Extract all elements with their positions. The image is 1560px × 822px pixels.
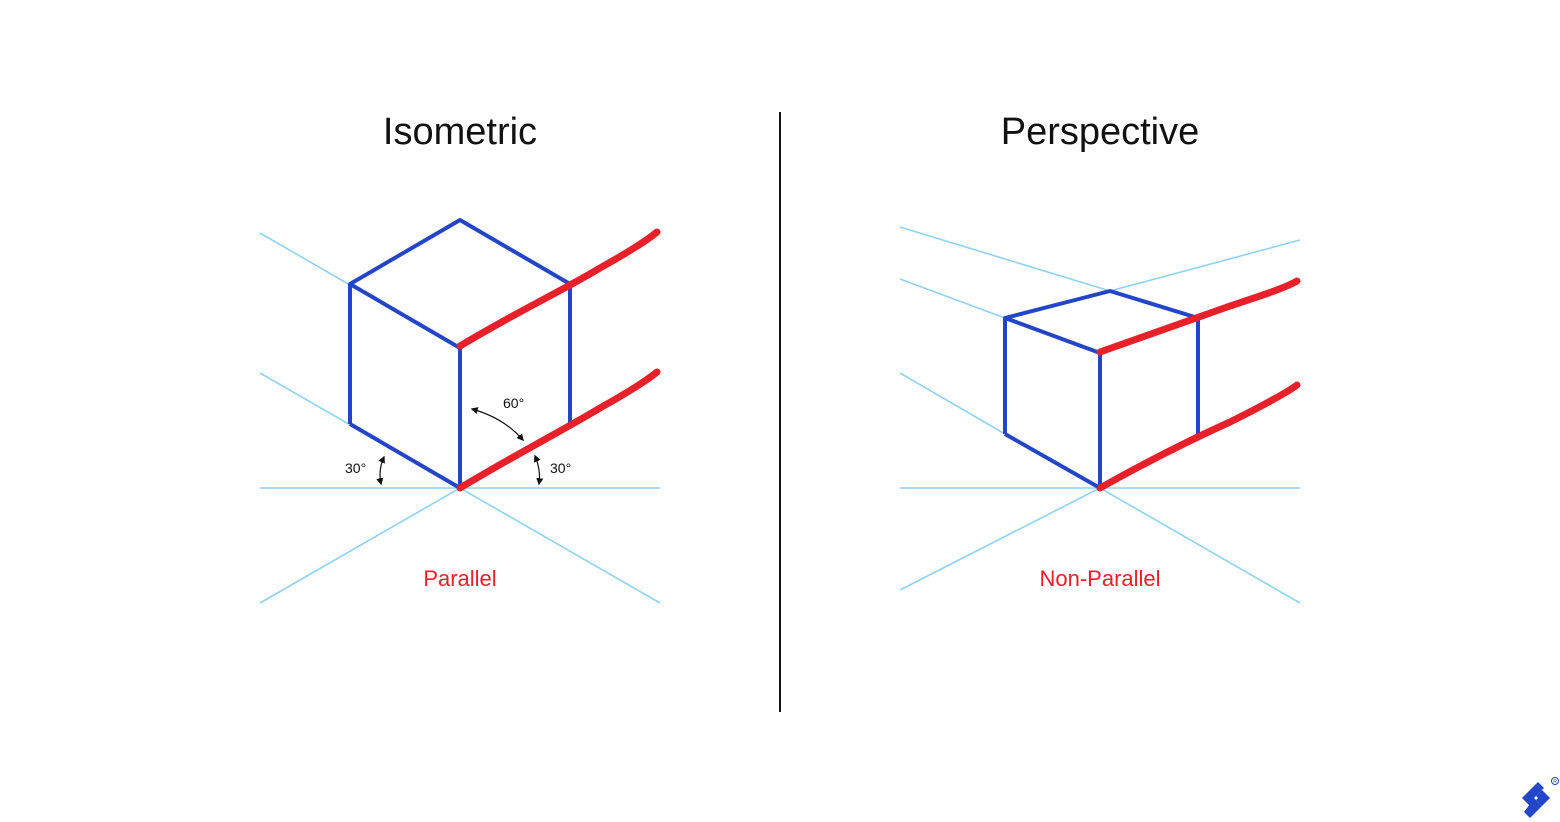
panel-divider [779, 112, 781, 712]
box-bottom-left-edge [1004, 432, 1101, 490]
angle-arrow-60 [470, 407, 524, 442]
guide-line-left-lower [899, 372, 1006, 435]
non-parallel-edges [1096, 277, 1301, 492]
isometric-cube [348, 218, 572, 490]
cube-bottom-left-edge [348, 422, 462, 490]
isometric-title: Isometric [382, 111, 538, 153]
parallel-edge-bottom [456, 368, 661, 492]
guide-line-descending-left [259, 487, 461, 604]
box-top-front-left-edge [1004, 316, 1101, 355]
guide-line-left-middle [899, 278, 1006, 319]
non-parallel-caption: Non-Parallel [1039, 566, 1161, 591]
guide-line-right-upper [1109, 239, 1301, 292]
angle-arrow-30-left [376, 455, 385, 486]
svg-text:R: R [1553, 779, 1557, 785]
guide-line-left-upper [899, 226, 1111, 292]
angle-arrow-30-right [533, 454, 544, 486]
guide-line-descending-right [1099, 487, 1301, 604]
cube-outline [348, 218, 572, 424]
box-outline [1003, 289, 1200, 436]
angle-label-30-left: 30° [345, 460, 367, 476]
parallel-edge-top [456, 228, 661, 350]
perspective-title: Perspective [1000, 111, 1200, 153]
guide-line-descending-left [899, 487, 1101, 591]
angle-label-60: 60° [503, 395, 525, 411]
perspective-box [1003, 289, 1200, 490]
parallel-caption: Parallel [423, 566, 497, 591]
guide-line-descending-right [459, 487, 661, 604]
parallel-edges [456, 228, 661, 492]
cube-top-front-left-edge [348, 282, 462, 350]
brand-logo-icon: R [1522, 777, 1559, 818]
angle-label-30-right: 30° [550, 460, 572, 476]
guide-line-top-left [259, 232, 351, 286]
non-parallel-edge-top [1096, 277, 1301, 356]
angle-arrows [376, 407, 544, 486]
non-parallel-edge-bottom [1096, 381, 1301, 492]
